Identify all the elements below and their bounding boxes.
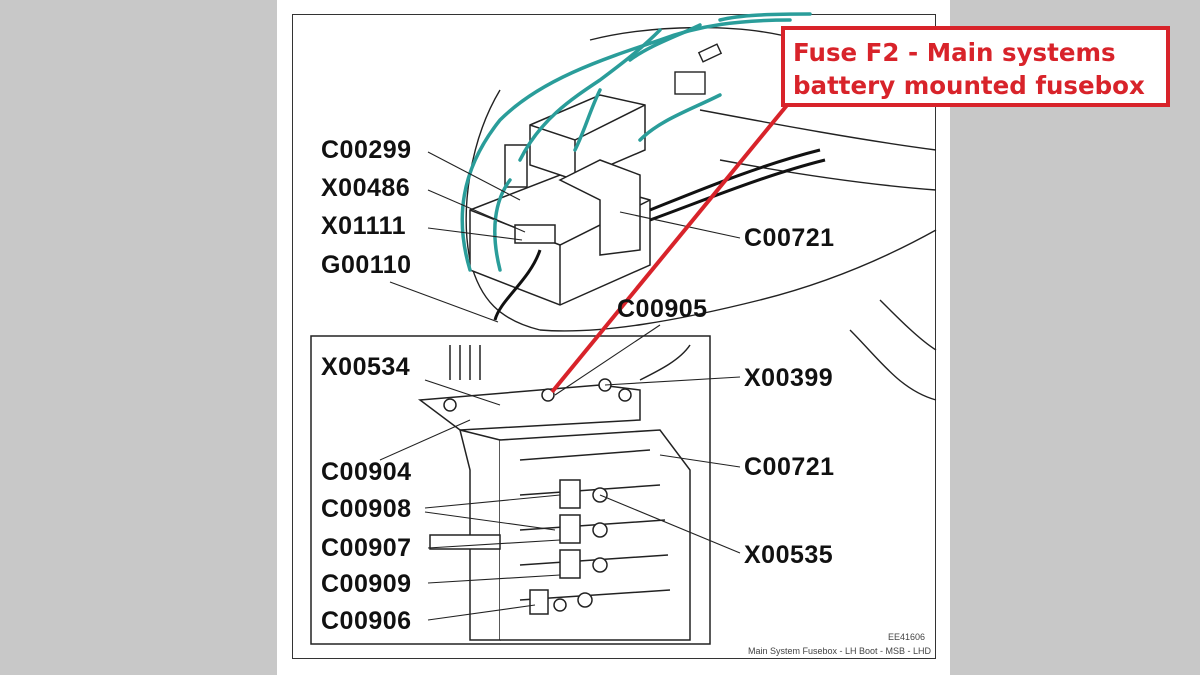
label-c00907: C00907	[321, 534, 412, 562]
callout-pointer	[550, 102, 790, 394]
label-c00909: C00909	[321, 570, 412, 598]
label-x00535: X00535	[744, 541, 834, 569]
label-c00906: C00906	[321, 607, 412, 635]
label-x00534: X00534	[321, 353, 411, 381]
callout-title-line-1: Fuse F2 - Main systems	[793, 38, 1116, 67]
leader-lines	[379, 151, 741, 621]
label-c00299: C00299	[321, 136, 412, 164]
fusebox-inset-frame	[310, 335, 711, 645]
fuse-callout-box: Fuse F2 - Main systems battery mounted f…	[781, 26, 1170, 107]
fusebox-drawing	[417, 344, 691, 641]
label-x00486: X00486	[321, 174, 411, 202]
label-c00908: C00908	[321, 495, 412, 523]
callout-title-line-2: battery mounted fusebox	[793, 71, 1145, 100]
wiring-harness	[460, 12, 812, 272]
label-x01111: X01111	[321, 212, 407, 240]
figure-caption: Main System Fusebox - LH Boot - MSB - LH…	[748, 646, 932, 656]
top-connector	[674, 43, 723, 95]
label-c00905: C00905	[617, 295, 708, 323]
diagram-frame	[292, 14, 936, 659]
figure-id: EE41606	[888, 632, 926, 642]
label-c00721-bottom: C00721	[744, 453, 835, 481]
boot-outline	[465, 26, 937, 401]
battery-cables	[493, 148, 826, 321]
label-c00721-top: C00721	[744, 224, 835, 252]
label-x00399: X00399	[744, 364, 834, 392]
label-c00904: C00904	[321, 458, 412, 486]
label-g00110: G00110	[321, 251, 412, 279]
